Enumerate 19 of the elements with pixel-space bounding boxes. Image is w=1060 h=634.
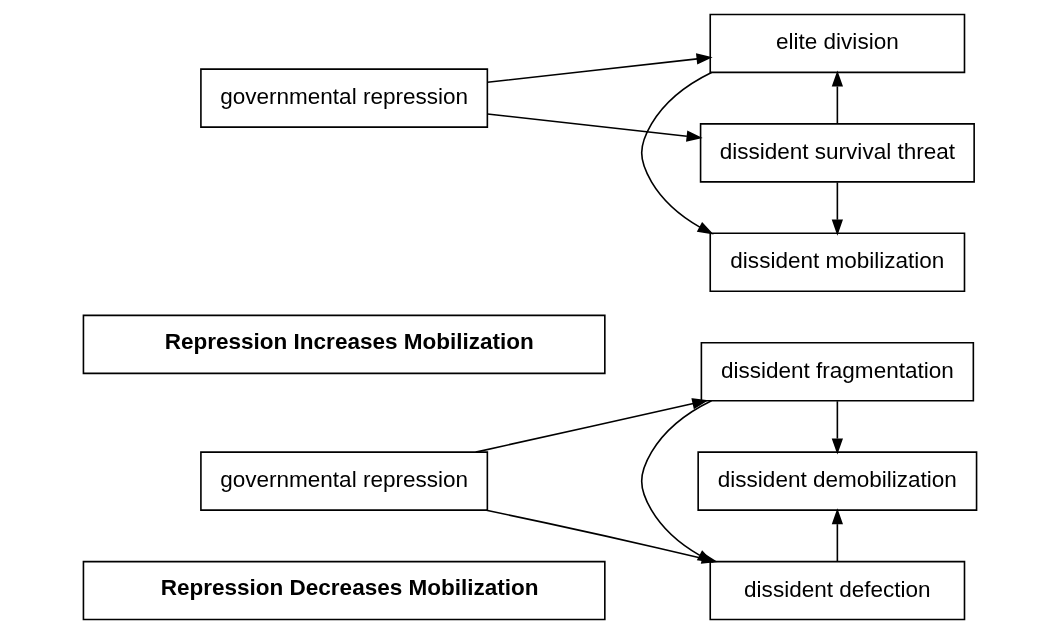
arrow xyxy=(640,399,714,563)
node-box: dissident defection xyxy=(709,560,966,621)
arrow xyxy=(474,398,709,453)
node-box: dissident demobilization xyxy=(697,451,978,511)
node-box: Repression Increases Mobilization xyxy=(82,314,606,375)
arrow xyxy=(486,53,713,84)
node-box: dissident mobilization xyxy=(709,232,966,293)
arrow xyxy=(831,181,843,236)
arrow xyxy=(831,508,843,563)
arrow xyxy=(640,71,714,235)
node-box: Repression Decreases Mobilization xyxy=(82,560,606,621)
node-box: dissident survival threat xyxy=(699,123,975,183)
arrow xyxy=(831,70,843,125)
node-box: dissident fragmentation xyxy=(700,341,975,402)
arrow xyxy=(486,113,703,142)
node-box: governmental repression xyxy=(200,451,489,511)
node-box: governmental repression xyxy=(200,68,489,128)
node-box: elite division xyxy=(709,13,966,74)
arrow xyxy=(831,400,843,455)
